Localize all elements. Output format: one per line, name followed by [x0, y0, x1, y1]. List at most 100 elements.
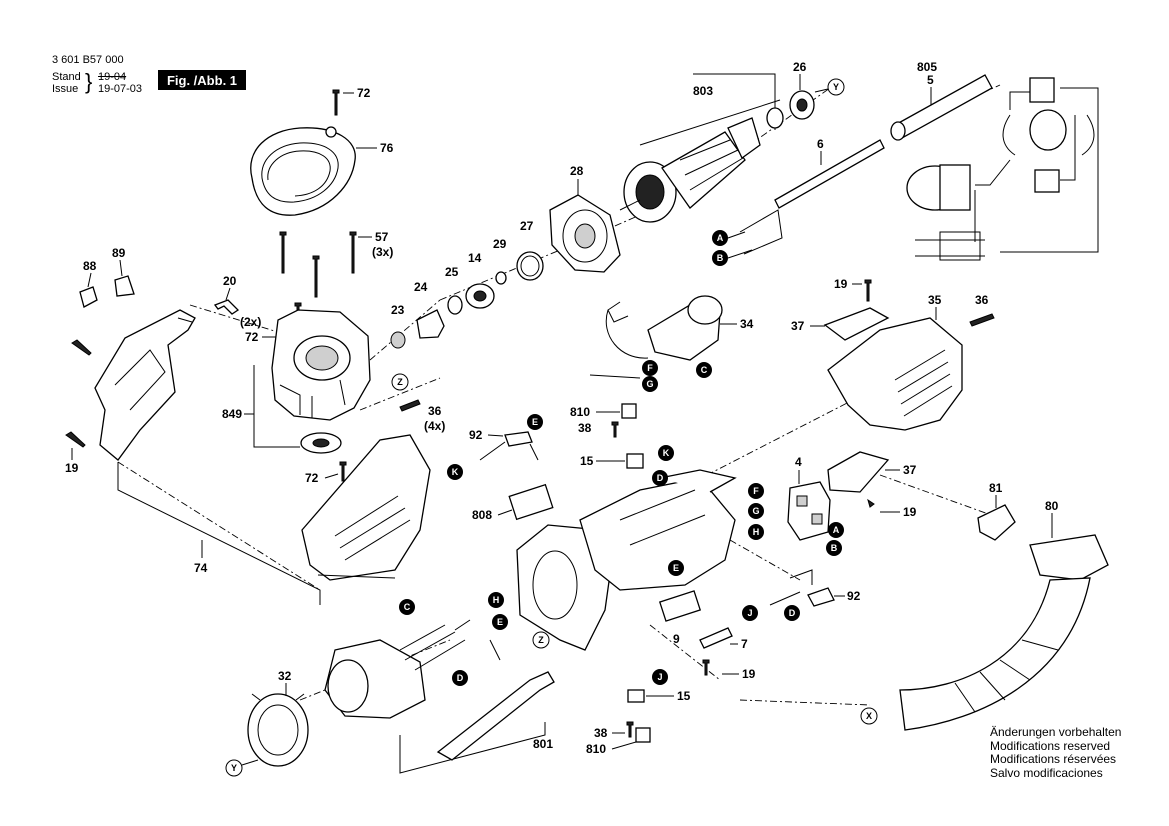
svg-text:Z: Z	[397, 377, 403, 387]
marker-H2	[488, 592, 504, 608]
label-p38b: 38	[594, 726, 608, 740]
switch-34	[589, 295, 723, 379]
svg-text:K: K	[663, 448, 670, 458]
svg-text:A: A	[833, 525, 840, 535]
svg-text:J: J	[657, 672, 662, 682]
label-p35: 35	[928, 293, 942, 307]
gear-housing-849	[271, 309, 371, 454]
label-9	[658, 590, 702, 622]
marker-G2	[748, 503, 764, 519]
svg-text:C: C	[404, 602, 411, 612]
svg-text:F: F	[753, 486, 759, 496]
label-p6: 6	[817, 137, 824, 151]
marker-D2	[784, 605, 800, 621]
marker-G1	[642, 376, 658, 392]
dust-hose-80	[899, 534, 1109, 731]
label-p92b: 92	[847, 589, 861, 603]
group-brackets	[117, 73, 781, 774]
note-es: Salvo modificaciones	[990, 765, 1103, 780]
label-p27: 27	[520, 219, 534, 233]
old-date: 19-04	[98, 71, 127, 83]
svg-text:H: H	[753, 527, 760, 537]
marker-B2	[826, 540, 842, 556]
label-p9: 9	[673, 632, 680, 646]
label-p38a: 38	[578, 421, 592, 435]
marker-E2	[668, 560, 684, 576]
label-p72b: 72	[245, 330, 259, 344]
rod-6	[739, 139, 885, 255]
svg-text:K: K	[452, 467, 459, 477]
marker-K1	[658, 445, 674, 461]
cable-92a	[504, 431, 533, 447]
svg-text:E: E	[532, 417, 538, 427]
label-p36b: 36	[975, 293, 989, 307]
new-date: 19-07-03	[98, 83, 143, 95]
label-808	[508, 483, 554, 521]
label-p808: 808	[472, 508, 492, 522]
marker-D1	[652, 470, 668, 486]
terminal-15b	[627, 689, 645, 703]
clip-20	[213, 299, 240, 315]
bearing-26-core	[796, 98, 808, 112]
marker-Z1	[391, 373, 409, 391]
marker-K2	[447, 464, 463, 480]
issue-label: Issue	[52, 83, 79, 95]
label-p15b: 15	[677, 689, 691, 703]
marker-F1	[642, 360, 658, 376]
label-q2x: (2x)	[240, 315, 261, 329]
armature-803	[619, 117, 761, 223]
svg-text:A: A	[717, 233, 724, 243]
label-p5: 5	[927, 73, 934, 87]
marker-H1	[748, 524, 764, 540]
svg-text:G: G	[752, 506, 759, 516]
reference-markers: Y Z Z Y X	[225, 78, 878, 777]
revision-notes: Änderungen vorbehalten Modifications res…	[990, 725, 1121, 780]
svg-text:Z: Z	[538, 635, 544, 645]
connector-markers: A B F G C E K D K E F G H A B C H E J D …	[399, 230, 844, 686]
document-number: 3 601 B57 000	[52, 54, 124, 66]
svg-text:C: C	[701, 365, 708, 375]
label-p72c: 72	[305, 471, 319, 485]
switch-cover-37a	[823, 307, 890, 341]
fan-plate-28	[549, 194, 621, 273]
svg-text:F: F	[647, 363, 653, 373]
label-q4x: (4x)	[424, 419, 445, 433]
capacitor-810b	[635, 727, 651, 743]
gear-stack	[390, 251, 544, 349]
marker-E1	[527, 414, 543, 430]
ring-32	[247, 693, 309, 767]
label-q3x: (3x)	[372, 245, 393, 259]
svg-text:Y: Y	[833, 82, 839, 92]
marker-D3	[452, 670, 468, 686]
label-p803: 803	[693, 84, 713, 98]
half-shell-left	[94, 309, 196, 461]
label-p23: 23	[391, 303, 405, 317]
marker-Y2	[225, 759, 243, 777]
stator-assembly	[324, 619, 501, 719]
tube-805	[890, 74, 993, 141]
clip-7	[699, 627, 733, 649]
label-p36a: 36	[428, 404, 442, 418]
svg-text:E: E	[673, 563, 679, 573]
marker-B1	[712, 250, 728, 266]
label-p76: 76	[380, 141, 394, 155]
marker-X1	[860, 707, 878, 725]
label-p57: 57	[375, 230, 389, 244]
label-p26: 26	[793, 60, 807, 74]
label-p810b: 810	[586, 742, 606, 756]
svg-text:E: E	[497, 617, 503, 627]
switch-cover-37b	[827, 451, 890, 493]
label-p28: 28	[570, 164, 584, 178]
nose-housing	[516, 469, 737, 651]
washer	[766, 107, 784, 129]
label-p15a: 15	[580, 454, 594, 468]
label-p89: 89	[112, 246, 126, 260]
label-p92a: 92	[469, 428, 483, 442]
svg-text:B: B	[717, 253, 724, 263]
label-p24: 24	[414, 280, 428, 294]
marker-J1	[742, 605, 758, 621]
svg-text:J: J	[747, 608, 752, 618]
label-p37a: 37	[791, 319, 805, 333]
contact-strip-801	[436, 671, 555, 761]
